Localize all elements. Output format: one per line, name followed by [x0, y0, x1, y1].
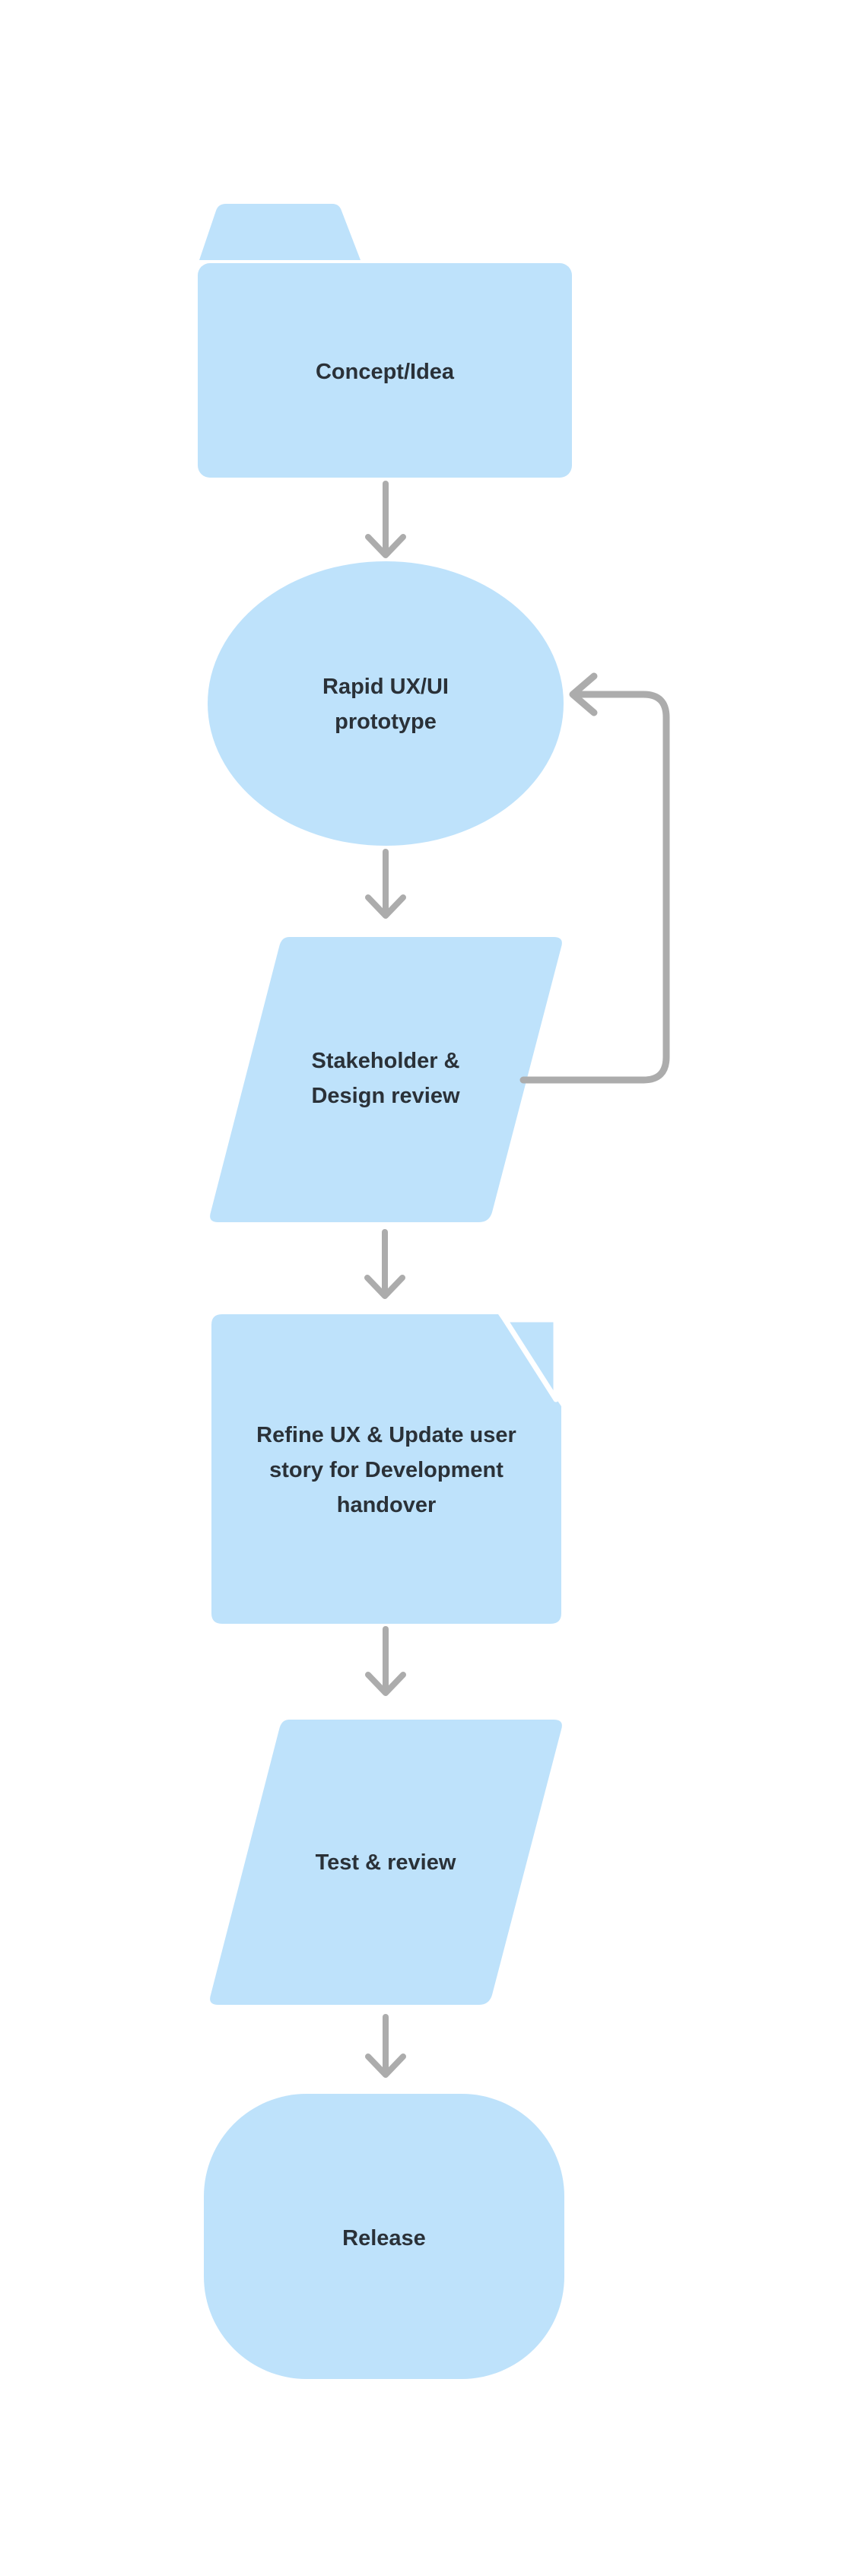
arrow-left-icon	[569, 672, 598, 716]
node-label: Refine UX & Update user	[256, 1423, 516, 1447]
node-label: Concept/Idea	[316, 360, 455, 384]
folder-tab-shape[interactable]	[199, 204, 361, 260]
node-refine-ux-handover: Refine UX & Update user story for Develo…	[211, 1314, 561, 1624]
node-label: Rapid UX/UI	[322, 675, 449, 699]
node-test-review: Test & review	[210, 1720, 562, 2005]
node-label: prototype	[335, 710, 437, 734]
arrow-down-icon	[365, 534, 406, 558]
loop-path	[519, 691, 670, 1084]
node-label: story for Development	[269, 1458, 503, 1482]
document-shape[interactable]	[211, 1314, 561, 1624]
parallelogram-shape[interactable]	[210, 1720, 562, 2005]
node-label: Design review	[311, 1084, 459, 1108]
node-label: handover	[337, 1493, 437, 1517]
connector-test-to-release[interactable]	[365, 2014, 406, 2078]
connector-refine-to-test[interactable]	[365, 1626, 406, 1696]
parallelogram-shape[interactable]	[210, 937, 562, 1222]
node-label: Release	[342, 2226, 426, 2250]
arrow-down-icon	[365, 2053, 406, 2078]
node-stakeholder-design-review: Stakeholder & Design review	[210, 937, 562, 1222]
arrow-down-icon	[365, 894, 406, 919]
connector-prototype-to-review[interactable]	[365, 849, 406, 919]
node-concept-idea: Concept/Idea	[198, 204, 572, 478]
arrow-down-icon	[365, 1672, 406, 1696]
connector-review-to-refine[interactable]	[364, 1229, 405, 1299]
folder-shape[interactable]	[198, 263, 572, 478]
rounded-rectangle-shape[interactable]	[204, 2094, 564, 2379]
connector-concept-to-prototype[interactable]	[365, 481, 406, 558]
arrow-down-icon	[364, 1275, 405, 1299]
ellipse-shape[interactable]	[208, 561, 564, 846]
node-release: Release	[204, 2094, 564, 2379]
folded-corner-icon	[502, 1317, 559, 1402]
node-label: Stakeholder &	[312, 1049, 460, 1073]
feedback-loop-arrow[interactable]	[519, 672, 670, 1084]
node-rapid-prototype: Rapid UX/UI prototype	[208, 561, 564, 846]
node-label: Test & review	[316, 1850, 456, 1875]
